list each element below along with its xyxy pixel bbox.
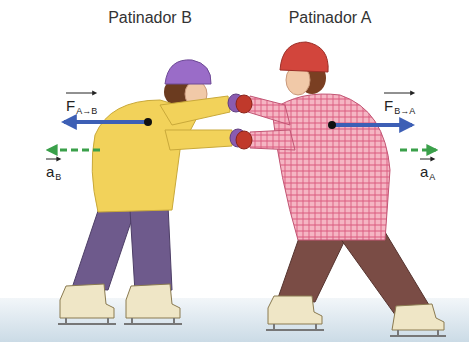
drawing-part [278, 235, 345, 302]
center-dot [328, 121, 336, 129]
force-arrow [64, 120, 148, 124]
vector-overarrow [66, 90, 97, 96]
center-dot [144, 118, 152, 126]
overarrow-head [430, 157, 435, 162]
overarrow-head [56, 157, 61, 162]
drawing-part [66, 318, 108, 324]
drawing-part [236, 95, 252, 113]
drawing-part [165, 60, 211, 84]
vector-subscript: B→A [394, 106, 415, 116]
vector-label: aA [420, 156, 435, 186]
drawing-part [280, 42, 328, 72]
acceleration-arrow [48, 149, 100, 152]
drawing-part [248, 96, 290, 125]
drawing-part [130, 205, 172, 292]
vector-subscript: B [55, 172, 61, 182]
drawing-part [60, 284, 114, 318]
vector-label: FB→A [384, 90, 415, 120]
skater-title: Patinador B [108, 8, 192, 28]
overarrow-head [410, 91, 415, 96]
drawing-part [272, 94, 390, 240]
vector-label: aB [46, 156, 61, 186]
vector-symbol: F [384, 97, 393, 114]
drawing-part [392, 304, 444, 330]
drawing-part [165, 130, 232, 150]
skater-title: Patinador A [289, 8, 372, 28]
drawing-part [250, 130, 295, 150]
overarrow-line [384, 93, 413, 94]
drawing-part [72, 205, 135, 290]
vector-symbol: F [66, 97, 75, 114]
drawing-part [126, 284, 180, 318]
vector-subscript: A [429, 172, 435, 182]
acceleration-arrow [400, 149, 436, 152]
drawing-part [340, 232, 432, 316]
vector-symbol: a [420, 163, 428, 180]
vector-overarrow [384, 90, 415, 96]
drawing-part [268, 296, 322, 324]
force-arrow [332, 123, 412, 127]
drawing-part [236, 131, 252, 149]
drawing-part [160, 96, 230, 125]
vector-overarrow [46, 156, 61, 162]
skater-b [58, 60, 246, 324]
drawing-part [132, 318, 174, 324]
drawing-part [274, 324, 316, 330]
vector-symbol: a [46, 163, 54, 180]
vector-overarrow [420, 156, 435, 162]
drawing-part [398, 330, 438, 336]
overarrow-line [66, 93, 95, 94]
skater-a [236, 42, 446, 336]
vector-label: FA→B [66, 90, 97, 120]
overarrow-head [92, 91, 97, 96]
vector-subscript: A→B [76, 106, 97, 116]
